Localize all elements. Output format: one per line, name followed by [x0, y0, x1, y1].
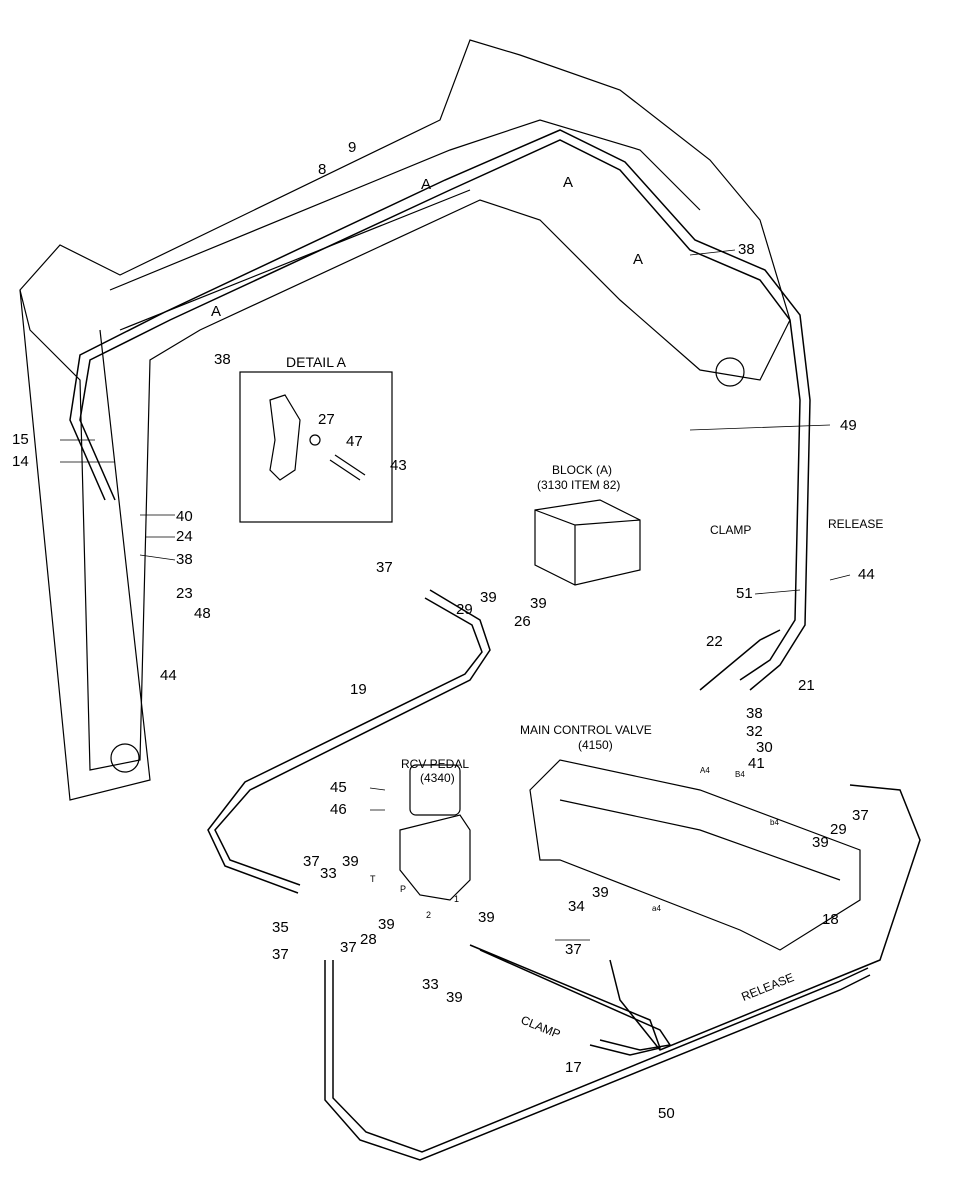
rcv-pedal-name: RCV PEDAL [401, 757, 470, 771]
callout-17: 17 [565, 1059, 582, 1076]
callout-44: 44 [160, 667, 177, 684]
block-a-name: BLOCK (A) [552, 463, 613, 477]
port-a4-lower: a4 [652, 904, 661, 913]
detail-a-title: DETAIL A [286, 354, 346, 370]
callout-39: 39 [342, 853, 359, 870]
main-control-valve [529, 759, 861, 951]
callout-39: 39 [530, 595, 547, 612]
callout-50: 50 [658, 1105, 675, 1122]
main-control-valve-ref: (4150) [578, 738, 613, 752]
callout-8: 8 [318, 161, 327, 178]
callout-a: A [563, 174, 574, 191]
callout-44: 44 [858, 566, 875, 583]
callout-43: 43 [390, 457, 407, 474]
callout-39: 39 [592, 884, 609, 901]
callout-30: 30 [756, 739, 773, 756]
block-a-ref: (3130 ITEM 82) [537, 478, 621, 492]
callout-38: 38 [738, 241, 755, 258]
callout-18: 18 [822, 911, 839, 928]
callout-37: 37 [272, 946, 289, 963]
callout-22: 22 [706, 633, 723, 650]
callout-14: 14 [12, 453, 29, 470]
callout-38: 38 [176, 551, 193, 568]
callout-29: 29 [456, 601, 473, 618]
release-label: RELEASE [828, 517, 884, 531]
port-2: 2 [426, 910, 432, 920]
callout-46: 46 [330, 801, 347, 818]
callout-39: 39 [480, 589, 497, 606]
callout-41: 41 [748, 755, 765, 772]
callout-37: 37 [852, 807, 869, 824]
callout-38: 38 [214, 351, 231, 368]
callout-39: 39 [378, 916, 395, 933]
callout-38: 38 [746, 705, 763, 722]
port-b4-lower: b4 [770, 818, 779, 827]
callout-19: 19 [350, 681, 367, 698]
callout-28: 28 [360, 931, 377, 948]
port-1: 1 [454, 894, 460, 904]
callout-21: 21 [798, 677, 815, 694]
rcv-pedal [399, 764, 471, 901]
port-b4: B4 [735, 770, 745, 779]
callout-45: 45 [330, 779, 347, 796]
callout-37: 37 [565, 941, 582, 958]
port-a4: A4 [700, 766, 710, 775]
detail-a-parts [269, 394, 366, 481]
callout-29: 29 [830, 821, 847, 838]
callout-leaders [60, 249, 851, 941]
callout-39: 39 [478, 909, 495, 926]
callout-37: 37 [376, 559, 393, 576]
rcv-pedal-ref: (4340) [420, 771, 455, 785]
callout-34: 34 [568, 898, 585, 915]
callout-32: 32 [746, 723, 763, 740]
callout-40: 40 [176, 508, 193, 525]
callout-15: 15 [12, 431, 29, 448]
callout-9: 9 [348, 139, 357, 156]
callout-a: A [211, 303, 222, 320]
callout-37: 37 [303, 853, 320, 870]
callout-a: A [633, 251, 644, 268]
callout-23: 23 [176, 585, 193, 602]
boom-hoses [69, 129, 811, 691]
callout-39: 39 [812, 834, 829, 851]
clamp-label: CLAMP [710, 523, 752, 537]
lower-hoses [207, 589, 921, 1161]
callout-33: 33 [320, 865, 337, 882]
callout-35: 35 [272, 919, 289, 936]
callout-24: 24 [176, 528, 193, 545]
callout-33: 33 [422, 976, 439, 993]
port-p: P [400, 884, 407, 894]
callout-48: 48 [194, 605, 211, 622]
block-a [534, 499, 641, 586]
callout-27: 27 [318, 411, 335, 428]
callout-37: 37 [340, 939, 357, 956]
callout-39: 39 [446, 989, 463, 1006]
callout-26: 26 [514, 613, 531, 630]
callout-49: 49 [840, 417, 857, 434]
callout-47: 47 [346, 433, 363, 450]
callout-51: 51 [736, 585, 753, 602]
main-control-valve-name: MAIN CONTROL VALVE [520, 723, 652, 737]
port-t: T [370, 874, 376, 884]
callout-a: A [421, 176, 432, 193]
detail-a-frame [239, 371, 393, 523]
boom-outline [19, 39, 791, 801]
